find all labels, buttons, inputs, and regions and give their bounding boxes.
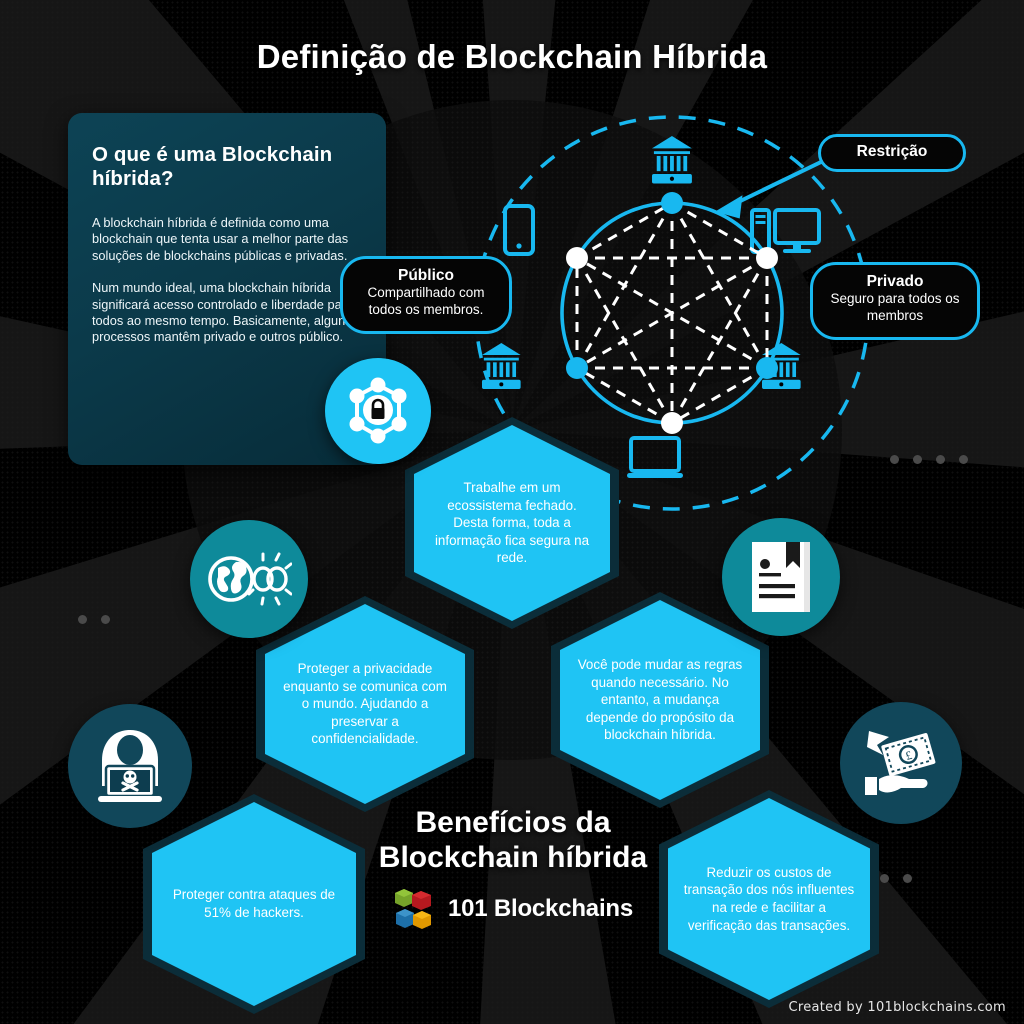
benefit-text: Reduzir os custos de transação dos nós i… (683, 864, 855, 933)
benefits-title-line2: Blockchain híbrida (378, 841, 648, 874)
hacker-icon-bubble[interactable] (68, 704, 192, 828)
benefits-title-line1: Benefícios da (415, 806, 611, 839)
globe-chain-icon (208, 552, 292, 606)
bank-icon-left (482, 343, 521, 389)
callout-publico[interactable]: Público Compartilhado com todos os membr… (340, 256, 512, 334)
network-node (566, 357, 588, 379)
blockchain-lock-icon (349, 377, 407, 444)
benefit-text: Trabalhe em um ecossistema fechado. Dest… (434, 480, 590, 566)
definition-heading: O que é uma Blockchain híbrida? (92, 143, 333, 190)
smartphone-icon (503, 204, 535, 256)
laptop-icon (627, 436, 683, 478)
network-node (661, 192, 683, 214)
page-title: Definição de Blockchain Híbrida (256, 38, 768, 75)
callout-privado-subtitle: Seguro para todos os membros (830, 291, 960, 323)
network-node (566, 247, 588, 269)
money-hand-icon-bubble[interactable]: £ (840, 702, 962, 824)
network-node (756, 247, 778, 269)
globe-chain-icon-bubble[interactable] (190, 520, 308, 638)
benefit-text: Proteger contra ataques de 51% de hacker… (172, 887, 336, 920)
decorative-dots-right-upper (890, 455, 968, 464)
footer-credit: Created by 101blockchains.com (788, 1000, 1006, 1015)
document-icon (752, 542, 810, 612)
benefits-title: Benefícios da Blockchain híbrida (355, 805, 671, 875)
network-node (661, 412, 683, 434)
network-node (756, 357, 778, 379)
document-icon-bubble[interactable] (722, 518, 840, 636)
callout-privado-title: Privado (866, 273, 924, 290)
callout-publico-title: Público (398, 267, 454, 284)
brand-logo: 101 Blockchains (355, 887, 671, 931)
callout-restricao[interactable]: Restrição (818, 134, 966, 172)
definition-paragraph-2: Num mundo ideal, uma blockchain híbrida … (92, 280, 354, 345)
desktop-computer-icon (750, 208, 821, 254)
callout-publico-subtitle: Compartilhado com todos os membros. (367, 285, 485, 317)
mesh-links (575, 201, 769, 425)
cubes-logo-icon (394, 889, 431, 929)
callout-restricao-title: Restrição (856, 143, 928, 160)
decorative-dots-left-middle (78, 615, 110, 624)
bank-icon-top (652, 136, 692, 184)
benefit-text: Você pode mudar as regras quando necessá… (577, 657, 743, 743)
benefits-block: Benefícios da Blockchain híbrida 101 Blo… (355, 805, 671, 931)
benefit-text: Proteger a privacidade enquanto se comun… (283, 661, 447, 747)
blockchain-lock-icon-bubble[interactable] (325, 358, 431, 464)
callout-privado[interactable]: Privado Seguro para todos os membros (810, 262, 980, 340)
decorative-dots-right-lower (880, 874, 912, 883)
hacker-icon (98, 730, 162, 802)
definition-paragraph-1: A blockchain híbrida é definida como uma… (92, 215, 349, 263)
money-hand-icon: £ (865, 731, 936, 795)
brand-logo-text: 101 Blockchains (447, 895, 634, 922)
